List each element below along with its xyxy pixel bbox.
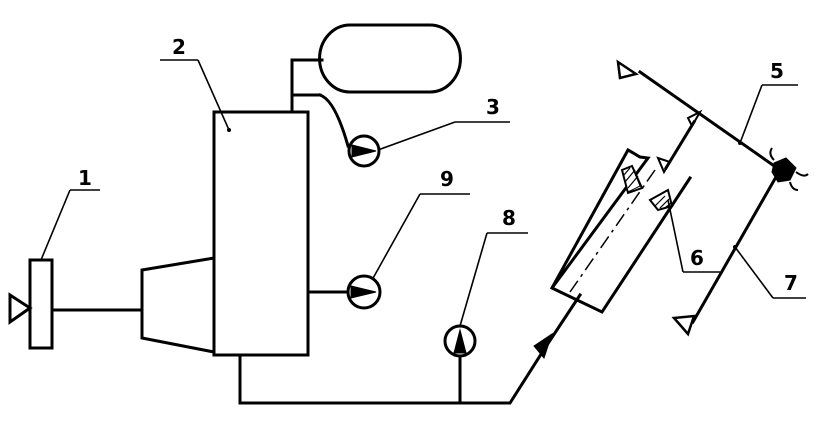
label-5: 5: [770, 59, 784, 83]
gauge-8: [443, 324, 477, 405]
label-2: 2: [172, 35, 186, 59]
component-1-mount: [8, 258, 144, 350]
label-7: 7: [784, 271, 798, 295]
label-1: 1: [78, 166, 92, 190]
label-6: 6: [690, 246, 704, 270]
label-3: 3: [486, 95, 500, 119]
gauge-9: [306, 274, 382, 310]
tank-vessel: [290, 23, 462, 114]
component-2-housing: [140, 110, 310, 357]
gauge-3: [318, 93, 381, 168]
joint: [769, 147, 809, 191]
label-8: 8: [502, 206, 516, 230]
pipeline: [238, 292, 583, 405]
label-9: 9: [440, 167, 454, 191]
component-6-nozzle: [549, 147, 693, 314]
leader-lines: [40, 59, 806, 327]
component-5-rod: [616, 59, 783, 173]
